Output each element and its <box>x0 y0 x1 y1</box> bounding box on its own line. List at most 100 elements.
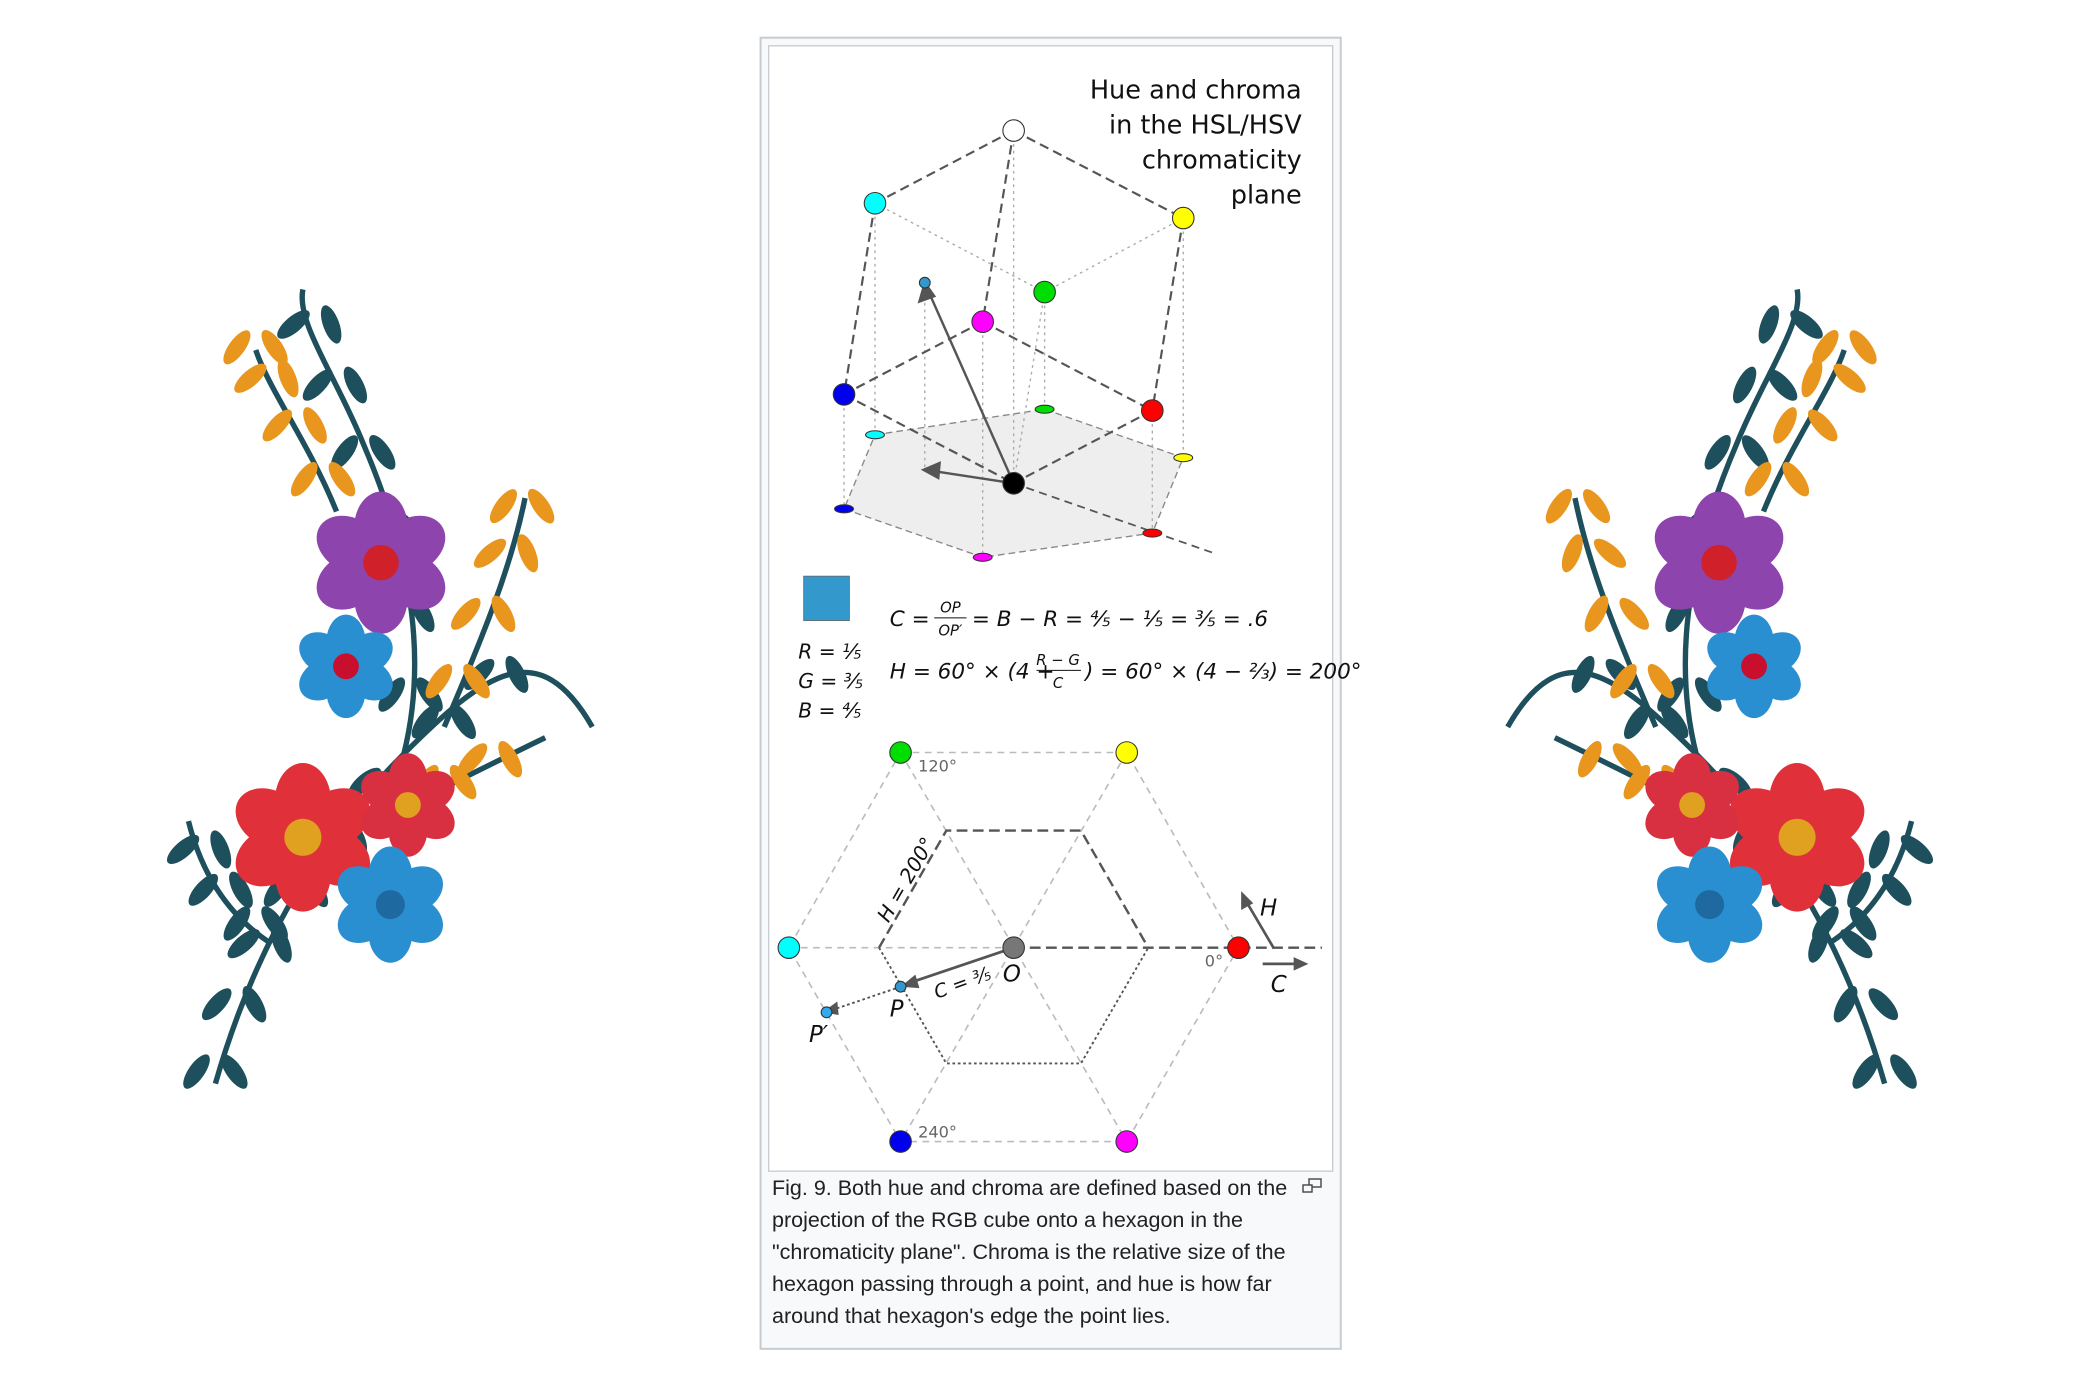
label-240: 240° <box>918 1123 957 1142</box>
label-0: 0° <box>1205 952 1223 971</box>
label-p: P <box>890 996 904 1022</box>
leaf <box>302 369 333 401</box>
label-c: C <box>1271 972 1287 998</box>
leaf <box>261 329 288 365</box>
vertex-green <box>1033 280 1056 304</box>
formula-chroma: C = OP OP′ = B − R = ⅘ − ⅕ = ⅗ = .6 <box>890 600 1268 640</box>
leaf <box>210 830 232 869</box>
r-value: R = ⅕ <box>798 639 861 663</box>
leaf <box>425 663 453 699</box>
vertex-black <box>1002 471 1025 495</box>
origin-point <box>1002 936 1025 959</box>
leaf <box>489 489 518 524</box>
title-line: Hue and chroma <box>1090 75 1302 105</box>
leaf <box>343 366 368 404</box>
leaf <box>234 363 267 393</box>
hex-vertex-red <box>1227 936 1250 959</box>
leaf <box>229 871 253 909</box>
vector-arrows <box>917 279 1015 485</box>
g-value: G = ⅗ <box>798 669 863 693</box>
label-120: 120° <box>918 756 957 775</box>
leaf <box>227 929 260 959</box>
leaf <box>223 906 251 941</box>
leaf <box>320 305 342 344</box>
hue-vertices <box>777 741 1250 1153</box>
leaf <box>166 834 200 865</box>
formula-part: ) = 60° × (4 − ⅔) = 200° <box>1083 659 1362 684</box>
leaf <box>242 986 267 1023</box>
formula-part: R − G <box>1036 652 1080 669</box>
leaf <box>463 663 490 699</box>
flower-center <box>333 653 359 680</box>
leaf <box>369 434 396 470</box>
hex-vertex-magenta <box>1115 1130 1139 1153</box>
vertex-blue <box>832 383 856 406</box>
rgb-values: R = ⅕ G = ⅗ B = ⅘ <box>798 639 863 722</box>
cube-edges <box>842 129 1185 485</box>
leaf <box>261 906 288 941</box>
formula-part: C <box>1053 675 1064 692</box>
projection-lines <box>843 130 1184 558</box>
color-swatch <box>803 575 850 621</box>
formula-part: OP′ <box>938 622 963 639</box>
flower-center <box>394 792 421 818</box>
formula-part: H = 60° × (4 + <box>890 659 1055 684</box>
figure-caption: Fig. 9. Both hue and chroma are defined … <box>772 1176 1288 1328</box>
rgb-cube-diagram <box>832 119 1215 562</box>
embroidery-flowers-left <box>166 288 595 1089</box>
leaf <box>290 462 318 497</box>
leaf <box>450 597 481 630</box>
leaf <box>328 462 356 497</box>
figure-title: Hue and chroma in the HSL/HSV chromatici… <box>1090 75 1302 210</box>
label-h: H <box>1260 895 1277 921</box>
vertex-white <box>1002 119 1025 142</box>
leaf <box>277 310 310 339</box>
flower-center <box>284 818 322 856</box>
label-p-prime: P′ <box>809 1022 829 1048</box>
cube-vertices <box>832 119 1195 562</box>
leaf <box>331 435 359 470</box>
hex-vertex-yellow <box>1115 741 1139 764</box>
hex-vertex-cyan <box>777 936 801 959</box>
flower-center <box>363 544 399 581</box>
formula-part: C = <box>890 607 930 632</box>
formula-part: OP <box>940 600 961 617</box>
leaf <box>491 595 516 633</box>
formula-part: = B − R = ⅘ − ⅕ = ⅗ = .6 <box>972 607 1268 632</box>
flower-center <box>375 890 405 920</box>
leaf <box>378 677 406 712</box>
formula-hue: H = 60° × (4 + R − G C ) = 60° × (4 − ⅔)… <box>890 652 1362 692</box>
leaf <box>183 1054 210 1089</box>
vertex-red <box>1141 399 1164 422</box>
point-p-prime <box>820 1006 833 1019</box>
leaf <box>223 330 251 365</box>
point-p <box>894 980 907 993</box>
leaf <box>450 704 476 740</box>
stem <box>299 288 418 755</box>
figure-image <box>767 45 1334 1172</box>
leaf <box>277 359 299 398</box>
leaf <box>220 1054 248 1089</box>
label-o: O <box>1003 961 1021 987</box>
leaf <box>473 538 507 568</box>
embroidery-flowers-right <box>1508 289 1938 1092</box>
leaf <box>188 873 219 906</box>
leaf <box>457 743 488 776</box>
vertex-magenta <box>971 310 994 334</box>
chroma-hexagon <box>877 829 1322 949</box>
b-value: B = ⅘ <box>798 699 861 723</box>
vertex-cyan <box>863 191 887 215</box>
vertex-yellow <box>1171 206 1195 230</box>
title-line: in the HSL/HSV <box>1109 110 1302 140</box>
title-line: plane <box>1231 180 1302 210</box>
leaf <box>517 534 539 573</box>
enlarge-icon[interactable] <box>1302 1178 1322 1194</box>
hex-vertex-blue <box>889 1130 912 1153</box>
leaf <box>201 988 232 1021</box>
leaf <box>303 407 327 444</box>
title-line: chromaticity <box>1142 145 1302 175</box>
leaf <box>505 655 529 693</box>
hex-vertex-green <box>889 741 912 764</box>
leaf <box>262 409 293 442</box>
